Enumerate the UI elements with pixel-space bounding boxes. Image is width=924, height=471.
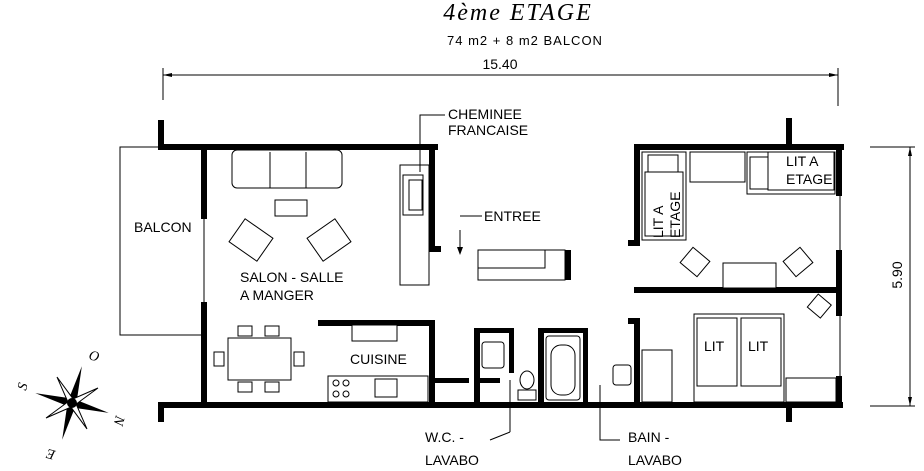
depth-dimension: 5.90 bbox=[870, 146, 915, 407]
wc-fixtures bbox=[481, 341, 537, 441]
entrance-steps bbox=[457, 230, 566, 281]
bathtub bbox=[545, 335, 632, 441]
label-wc-lavabo: LAVABO bbox=[425, 452, 479, 468]
wardrobe bbox=[689, 151, 746, 183]
armchair bbox=[228, 218, 352, 262]
bunk-bed-1-label-1: LIT A bbox=[650, 205, 666, 238]
bunk-bed-1: LIT A ETAGE bbox=[641, 151, 687, 241]
bunk-bed-2-label-2: ETAGE bbox=[786, 171, 832, 187]
label-a-manger: A MANGER bbox=[240, 287, 314, 303]
walls bbox=[158, 118, 844, 422]
label-francaise: FRANCAISE bbox=[448, 122, 528, 138]
label-cheminee: CHEMINEE bbox=[448, 106, 522, 122]
label-wc: W.C. - bbox=[425, 429, 464, 445]
compass-west-label: O bbox=[87, 348, 101, 365]
beds: LIT LIT bbox=[641, 313, 837, 403]
compass-rose-icon: O N E S bbox=[15, 348, 127, 462]
label-bain-lavabo: LAVABO bbox=[628, 452, 682, 468]
desk-chairs bbox=[679, 246, 832, 319]
bed-1-label: LIT bbox=[704, 338, 725, 354]
label-entree: ENTREE bbox=[484, 208, 541, 224]
compass-east-label: E bbox=[44, 445, 58, 462]
width-label: 15.40 bbox=[482, 56, 517, 72]
kitchen-counter bbox=[327, 324, 429, 403]
bunk-bed-1-label-2: ETAGE bbox=[667, 192, 683, 238]
label-balcon: BALCON bbox=[134, 219, 192, 235]
fireplace bbox=[399, 114, 445, 286]
sofa bbox=[231, 149, 343, 217]
bunk-bed-2-label-1: LIT A bbox=[786, 153, 819, 169]
balcony-outline bbox=[119, 146, 204, 336]
label-salon: SALON - SALLE bbox=[240, 269, 344, 285]
width-dimension: 15.40 bbox=[162, 56, 839, 106]
compass-north-label: N bbox=[110, 413, 127, 428]
label-cuisine: CUISINE bbox=[350, 351, 407, 367]
label-bain: BAIN - bbox=[628, 429, 670, 445]
bed-2-label: LIT bbox=[748, 338, 769, 354]
plan-title: 4ème ETAGE bbox=[443, 0, 593, 26]
dining-table bbox=[213, 325, 305, 393]
compass-south-label: S bbox=[15, 381, 31, 392]
depth-label: 5.90 bbox=[889, 261, 905, 288]
plan-subtitle: 74 m2 + 8 m2 BALCON bbox=[447, 33, 603, 48]
bunk-bed-2: LIT A ETAGE bbox=[746, 151, 836, 195]
